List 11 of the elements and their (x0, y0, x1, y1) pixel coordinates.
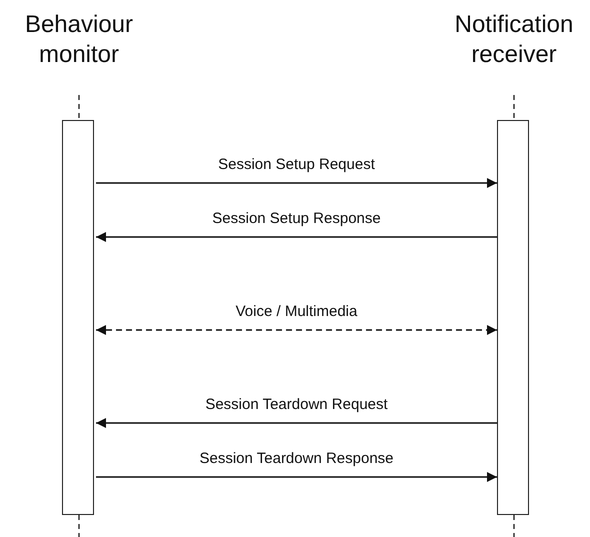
message-arrow (96, 178, 497, 188)
message-arrow (96, 418, 497, 428)
participant-label: Notification receiver (454, 10, 574, 70)
message-arrow (96, 325, 497, 335)
edge-label: Session Setup Response (210, 210, 383, 227)
message-arrow (96, 232, 497, 242)
participant-label: Behaviour monitor (24, 10, 134, 70)
edge-label: Session Teardown Response (198, 450, 396, 467)
edge-label: Session Teardown Request (203, 396, 390, 413)
edge-label: Session Setup Request (216, 156, 377, 173)
message-arrow (96, 472, 497, 482)
